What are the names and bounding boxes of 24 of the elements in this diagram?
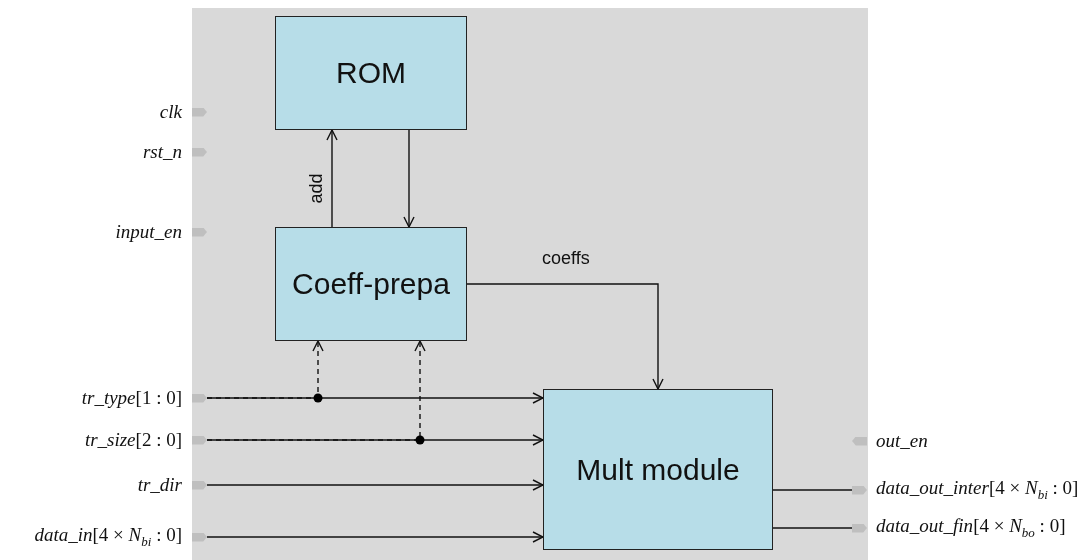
signal-name: tr_dir (137, 474, 182, 496)
arrow (206, 479, 544, 491)
module-block (543, 389, 773, 550)
block-title: Coeff-prepa (292, 267, 450, 301)
signal-line (772, 489, 853, 491)
signal-name: out_en (876, 430, 928, 452)
arrow (326, 129, 338, 228)
signal-name: data_in[4 × N$_{bi}$ : 0] (34, 524, 182, 550)
arrow (466, 283, 664, 390)
signal-name: rst_n (142, 141, 182, 163)
signal-name: data_out_inter[4 × N$_{bi}$ : 0] (876, 477, 1079, 503)
signal-name: tr_size[2 : 0] (84, 429, 182, 451)
module-block (275, 227, 467, 341)
signal-name: tr_type[1 : 0] (81, 387, 182, 409)
arrow (403, 129, 415, 228)
block-title: Mult module (576, 452, 740, 487)
module-block (275, 16, 467, 130)
arrow (206, 392, 544, 404)
signal-name: data_out_fin[4 × N$_{bo}$ : 0] (876, 515, 1066, 541)
block-title: ROM (336, 56, 406, 90)
arrow (206, 434, 544, 446)
signal-name: clk (159, 101, 182, 123)
signal-name: input_en (115, 221, 182, 243)
arrow (206, 531, 544, 543)
